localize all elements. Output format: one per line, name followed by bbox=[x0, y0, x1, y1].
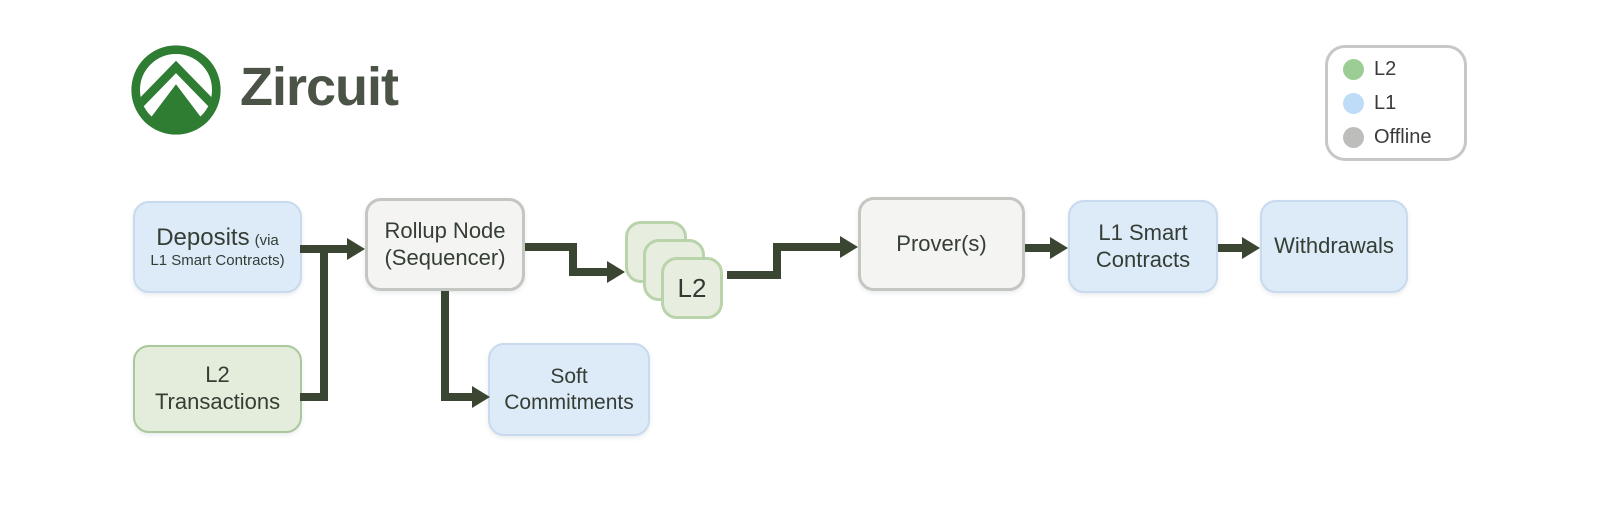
node-deposits-line1: Deposits(via bbox=[156, 224, 279, 252]
arrowhead-into-l1sc-icon bbox=[1050, 237, 1068, 259]
arrowhead-into-withdrawals-icon bbox=[1242, 237, 1260, 259]
arrow-rollup-to-blocks-3 bbox=[569, 268, 607, 276]
legend-item-l2: L2 bbox=[1343, 58, 1464, 81]
node-l2-transactions: L2 Transactions bbox=[133, 345, 302, 433]
arrow-rollup-to-blocks-1 bbox=[525, 243, 577, 251]
arrow-rollup-to-blocks-2 bbox=[569, 243, 577, 276]
l2-block-card-front: L2 bbox=[661, 257, 723, 319]
arrowhead-into-rollup-icon bbox=[347, 238, 365, 260]
node-withdrawals: Withdrawals bbox=[1260, 200, 1408, 293]
arrow-merge-vertical bbox=[320, 245, 328, 401]
node-soft-commitments: Soft Commitments bbox=[488, 343, 650, 436]
arrowhead-into-provers-icon bbox=[840, 236, 858, 258]
l2-color-swatch bbox=[1343, 58, 1364, 80]
arrow-provers-to-l1sc bbox=[1025, 244, 1050, 252]
node-provers: Prover(s) bbox=[858, 197, 1025, 291]
node-l2-blocks-stack: L2 bbox=[625, 221, 725, 321]
arrowhead-into-soft-commitments-icon bbox=[472, 386, 490, 408]
node-l1-smart-contracts: L1 Smart Contracts bbox=[1068, 200, 1218, 293]
arrow-blocks-to-provers-2 bbox=[773, 243, 781, 279]
legend-label: Offline bbox=[1374, 125, 1432, 148]
brand-name: Zircuit bbox=[240, 57, 399, 117]
arrowhead-into-blocks-icon bbox=[607, 261, 625, 283]
legend-item-offline: Offline bbox=[1343, 126, 1464, 149]
node-deposits-line2: L1 Smart Contracts) bbox=[150, 252, 285, 270]
legend-item-l1: L1 bbox=[1343, 92, 1464, 115]
arrow-blocks-to-provers-1 bbox=[727, 271, 781, 279]
arrow-rollup-down bbox=[441, 291, 449, 401]
arrow-to-soft-commitments bbox=[441, 393, 472, 401]
l1-color-swatch bbox=[1343, 92, 1364, 114]
node-deposits: Deposits(via L1 Smart Contracts) bbox=[133, 201, 302, 293]
arrow-blocks-to-provers-3 bbox=[773, 243, 840, 251]
node-rollup-node: Rollup Node (Sequencer) bbox=[365, 198, 525, 291]
legend-label: L1 bbox=[1374, 91, 1397, 114]
legend-label: L2 bbox=[1374, 57, 1397, 80]
arrow-l2tx-to-merge bbox=[300, 393, 328, 401]
legend: L2 L1 Offline bbox=[1325, 45, 1467, 161]
offline-color-swatch bbox=[1343, 126, 1364, 148]
zircuit-logo-icon bbox=[131, 45, 221, 135]
arrow-l1sc-to-withdrawals bbox=[1218, 244, 1242, 252]
